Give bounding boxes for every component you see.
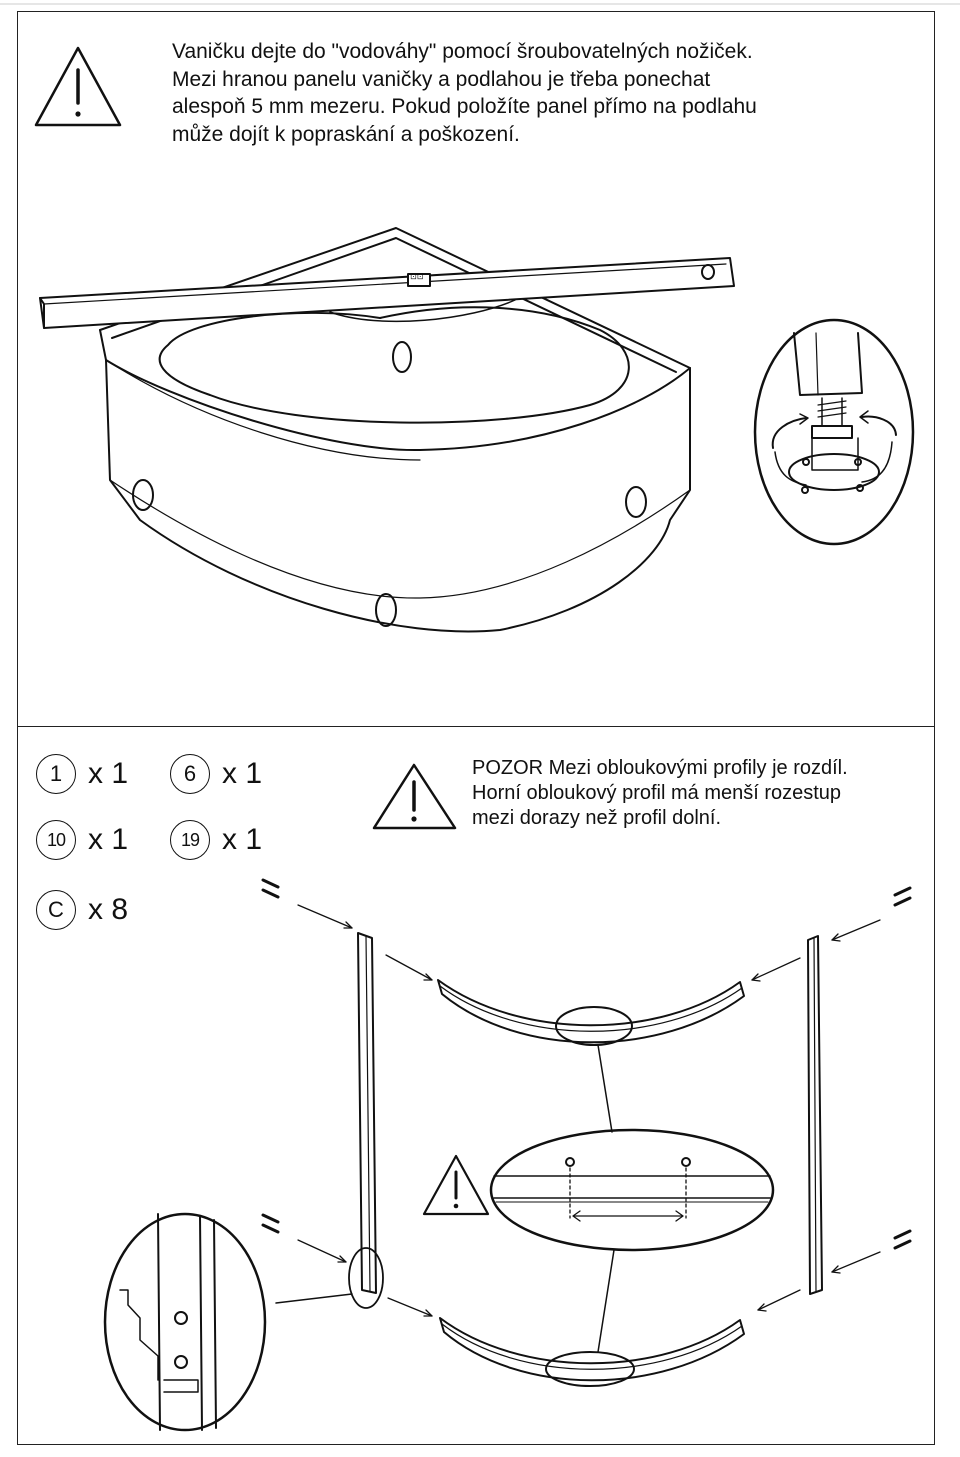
part-item: 1 x 1 <box>36 754 128 794</box>
part-quantity: x 1 <box>88 823 129 856</box>
profile-highlight <box>348 1247 384 1309</box>
part-quantity: x 1 <box>222 757 263 790</box>
warning-triangle-icon <box>422 1154 490 1216</box>
warning-line: může dojít k popraskání a poškození. <box>172 122 520 146</box>
warning-triangle-icon <box>34 46 122 127</box>
spirit-level-window: ⊡⊡ <box>410 272 424 281</box>
profile-end-detail <box>103 1212 267 1432</box>
direction-arrows <box>297 904 881 1317</box>
wall-profiles <box>357 932 823 1295</box>
part-number: 1 <box>36 754 76 794</box>
section-divider <box>17 726 935 727</box>
adjustable-foot-detail <box>753 318 915 546</box>
warning-line: Mezi hranou panelu vaničky a podlahou je… <box>172 67 711 91</box>
stop-spacing-detail <box>489 1128 775 1252</box>
part-quantity: x 1 <box>88 757 129 790</box>
part-item: 10 x 1 <box>36 820 128 860</box>
arc-profile-warning: POZOR Mezi obloukovými profily je rozdíl… <box>472 756 932 831</box>
tray-leveling-warning: Vaničku dejte do "vodováhy" pomocí šroub… <box>172 38 872 148</box>
shower-tray-drawing <box>39 227 735 633</box>
warning-line: Vaničku dejte do "vodováhy" pomocí šroub… <box>172 40 753 63</box>
part-number: 10 <box>36 820 76 860</box>
screw-icons <box>261 878 912 1250</box>
part-number: 19 <box>170 820 210 860</box>
lower-arc-profile <box>439 1317 745 1387</box>
part-number: 6 <box>170 754 210 794</box>
warning-line: mezi dorazy než profil dolní. <box>472 807 722 829</box>
warning-line: POZOR Mezi obloukovými profily je rozdíl… <box>472 757 848 779</box>
instruction-sheet <box>17 11 935 1445</box>
upper-arc-profile <box>437 979 745 1046</box>
part-item: 19 x 1 <box>170 820 262 860</box>
warning-line: alespoň 5 mm mezeru. Pokud položíte pane… <box>172 95 757 118</box>
page-top-edge <box>0 3 960 5</box>
part-quantity: x 1 <box>222 823 263 856</box>
warning-line: Horní obloukový profil má menší rozestup <box>472 782 842 804</box>
part-item: 6 x 1 <box>170 754 262 794</box>
part-number: C <box>36 890 76 930</box>
warning-triangle-icon <box>372 763 457 830</box>
part-quantity: x 8 <box>88 893 129 926</box>
part-item: C x 8 <box>36 890 128 930</box>
